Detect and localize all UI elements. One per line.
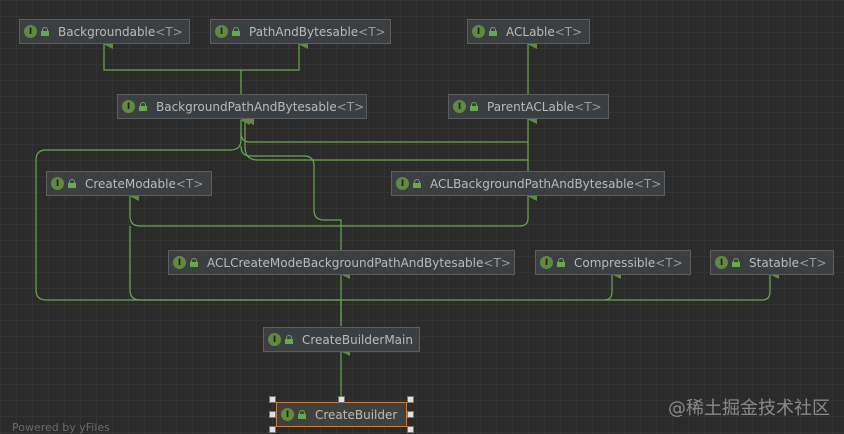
type-param: <T>	[554, 24, 583, 39]
interface-icon: I	[173, 256, 186, 269]
node-label: ACLable	[506, 24, 555, 39]
node-label: CreateModable	[85, 176, 176, 191]
selection-handle-mr[interactable]	[407, 411, 414, 418]
node-createbuilder[interactable]: I CreateBuilder	[276, 402, 407, 427]
public-lock-icon	[732, 258, 740, 267]
edge-cbm-compressible	[341, 269, 621, 301]
node-label: CreateBuilder	[315, 407, 398, 422]
public-lock-icon	[557, 258, 565, 267]
public-lock-icon	[470, 102, 478, 111]
selection-handle-tr[interactable]	[407, 396, 414, 403]
interface-icon: I	[122, 100, 135, 113]
node-label: Backgroundable	[58, 24, 156, 39]
type-param: <T>	[574, 99, 602, 114]
public-lock-icon	[298, 410, 306, 419]
interface-icon: I	[51, 177, 64, 190]
node-label: PathAndBytesable	[249, 24, 359, 39]
interface-icon: I	[715, 256, 728, 269]
node-parentaclable[interactable]: I ParentACLable <T>	[448, 94, 609, 119]
node-aclcreatemodebackgroundpathandbytesable[interactable]: I ACLCreateModeBackgroundPathAndBytesabl…	[168, 250, 515, 275]
node-backgroundable[interactable]: I Backgroundable <T>	[19, 19, 190, 44]
public-lock-icon	[41, 27, 49, 36]
node-label: CreateBuilderMain	[302, 332, 413, 347]
node-label: Statable	[749, 255, 800, 270]
public-lock-icon	[190, 258, 198, 267]
type-param: <T>	[155, 24, 183, 39]
edge-aclcmb-aclbpab	[340, 191, 537, 250]
interface-icon: I	[268, 333, 281, 346]
selection-handle-ml[interactable]	[269, 411, 276, 418]
interface-icon: I	[281, 408, 294, 421]
node-label: ParentACLable	[487, 99, 575, 114]
edge-aclcmb-createmodable	[129, 191, 341, 227]
node-aclable[interactable]: I ACLable <T>	[467, 19, 590, 44]
node-label: BackgroundPathAndBytesable	[156, 99, 337, 114]
node-label: ACLBackgroundPathAndBytesable	[430, 176, 634, 191]
node-statable[interactable]: I Statable <T>	[710, 250, 834, 275]
edge-aclbpab-bpab	[244, 115, 529, 172]
public-lock-icon	[285, 335, 293, 344]
node-pathandbytesable[interactable]: I PathAndBytesable <T>	[210, 19, 391, 44]
node-createbuildermain[interactable]: I CreateBuilderMain	[263, 327, 420, 352]
node-label: ACLCreateModeBackgroundPathAndBytesable	[207, 255, 484, 270]
interface-icon: I	[540, 256, 553, 269]
public-lock-icon	[68, 179, 76, 188]
node-aclbackgroundpathandbytesable[interactable]: I ACLBackgroundPathAndBytesable <T>	[391, 171, 665, 196]
selection-handle-bl[interactable]	[269, 426, 276, 433]
type-param: <T>	[175, 176, 204, 191]
powered-by-footer: Powered by yFiles	[12, 421, 110, 434]
selection-handle-tl[interactable]	[269, 396, 276, 403]
type-param: <T>	[483, 255, 511, 270]
selection-handle-tm[interactable]	[338, 396, 345, 403]
interface-icon: I	[472, 25, 485, 38]
public-lock-icon	[489, 27, 497, 36]
node-label: Compressible	[574, 255, 656, 270]
interface-icon: I	[24, 25, 37, 38]
selection-handle-br[interactable]	[407, 426, 414, 433]
edge-cbm-statable	[604, 269, 779, 301]
type-param: <T>	[336, 99, 365, 114]
public-lock-icon	[139, 102, 147, 111]
edge-cbm-bpab-outer	[35, 115, 342, 326]
interface-icon: I	[215, 25, 228, 38]
edge-cbm-createmodable	[129, 226, 341, 301]
public-lock-icon	[413, 179, 421, 188]
node-createmodable[interactable]: I CreateModable <T>	[46, 171, 212, 196]
edge-aclcmb-bpab-mid	[240, 145, 342, 226]
edge-bpab-backgroundable	[103, 39, 242, 94]
edge-bpab-pathandbytesable	[241, 39, 308, 71]
type-param: <T>	[655, 255, 683, 270]
public-lock-icon	[232, 27, 240, 36]
node-backgroundpathandbytesable[interactable]: I BackgroundPathAndBytesable <T>	[117, 94, 367, 119]
watermark: @稀土掘金技术社区	[668, 398, 830, 419]
type-param: <T>	[358, 24, 386, 39]
interface-icon: I	[396, 177, 409, 190]
type-param: <T>	[633, 176, 662, 191]
node-compressible[interactable]: I Compressible <T>	[535, 250, 691, 275]
type-param: <T>	[799, 255, 827, 270]
interface-icon: I	[453, 100, 466, 113]
